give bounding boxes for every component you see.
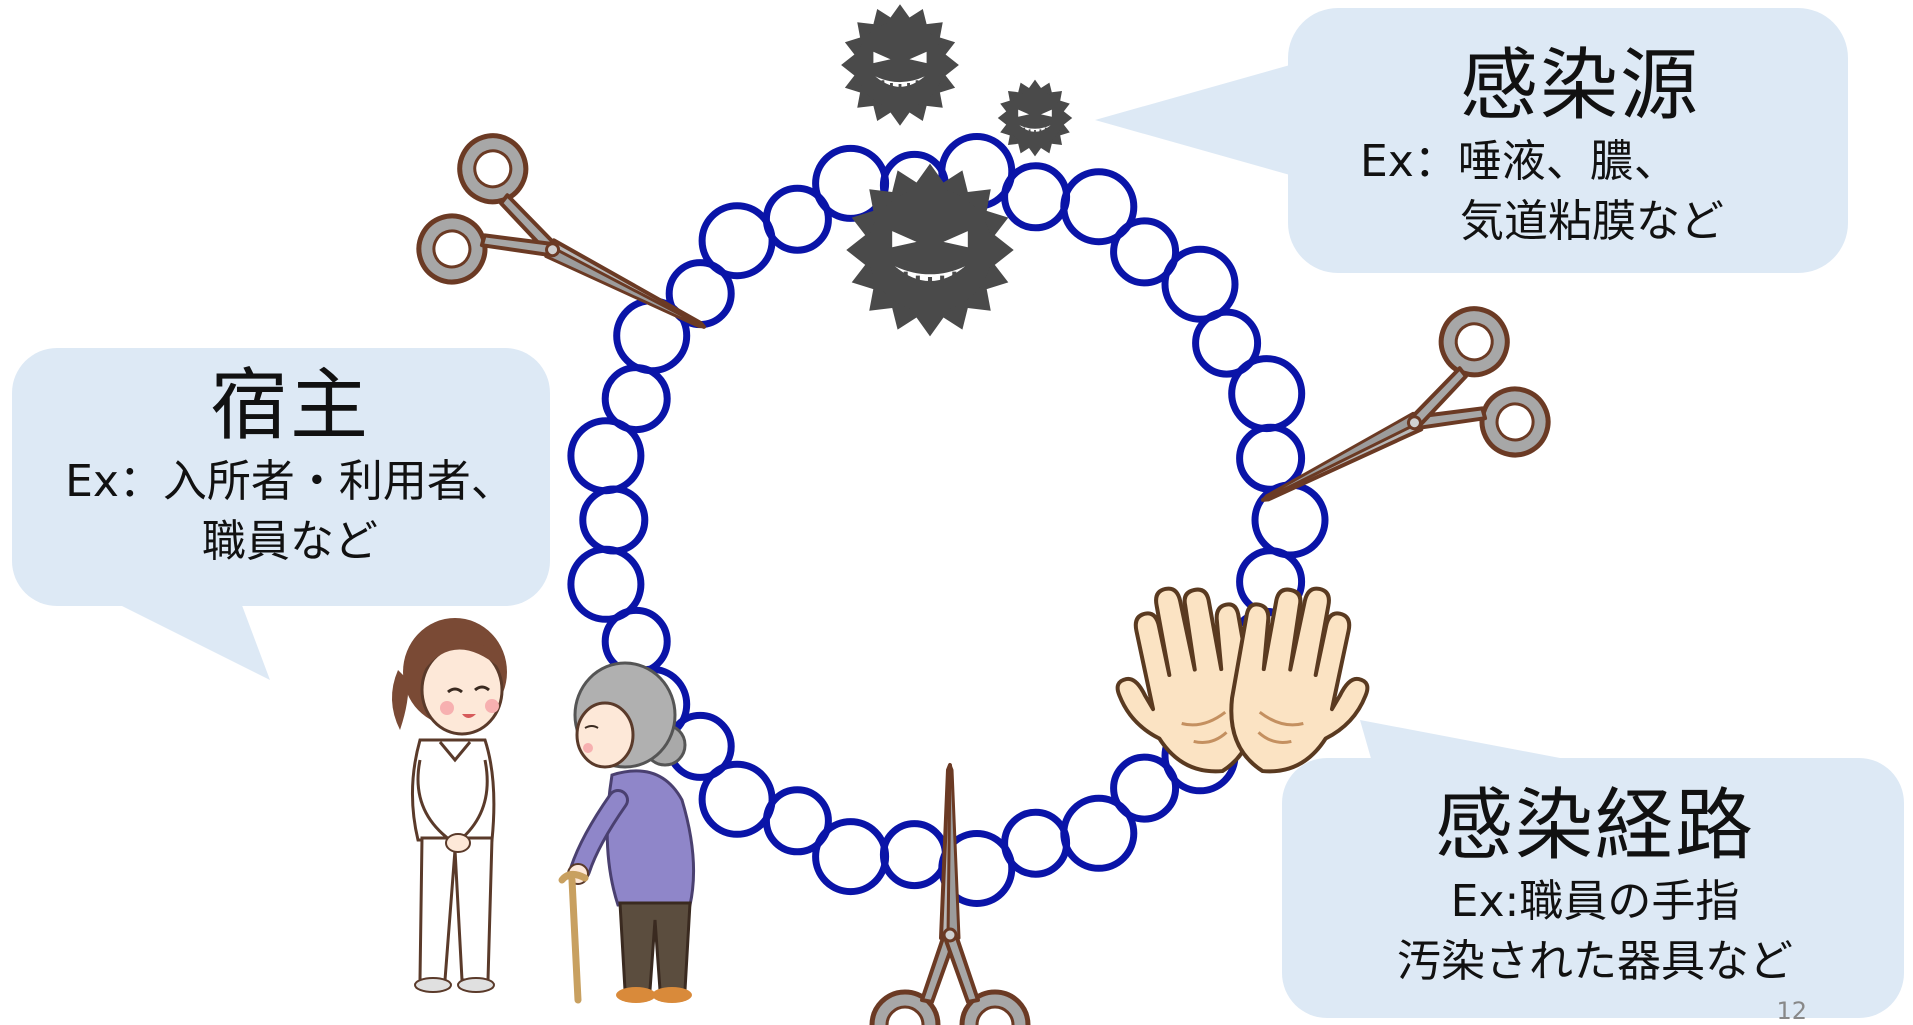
chain-link	[1060, 168, 1138, 246]
page-number: 12	[1776, 997, 1807, 1025]
infection-route-example-line1: Ex:職員の手指	[1450, 876, 1740, 927]
chain-link	[812, 818, 890, 896]
infection-route-bubble	[1282, 720, 1904, 1018]
infection-source-title: 感染源	[1459, 41, 1700, 131]
chain-link	[1110, 753, 1180, 823]
scissors-icon	[1228, 297, 1560, 569]
chain-link	[601, 364, 671, 434]
chain-link	[762, 184, 832, 254]
host-example-line2: 職員など	[202, 516, 378, 567]
chain-link	[1060, 794, 1138, 872]
chain-link	[567, 545, 645, 623]
infection-source-example-line1: Ex：唾液、膿、	[1360, 136, 1678, 187]
chain-link	[1001, 162, 1071, 232]
elderly-woman-figure	[558, 661, 696, 1004]
chain-link	[698, 760, 776, 838]
chain-link	[1236, 423, 1306, 493]
chain-link	[1110, 217, 1180, 287]
chain-link	[698, 202, 776, 280]
chain-link	[762, 786, 832, 856]
chain-link	[1192, 308, 1262, 378]
nurse-figure	[391, 618, 507, 993]
virus-icon	[996, 78, 1074, 158]
virus-icon	[839, 2, 961, 128]
virus-icon	[846, 164, 1013, 337]
chain-link	[879, 820, 949, 890]
chain-link	[579, 485, 649, 555]
host-example-line1: Ex：入所者・利用者、	[65, 456, 515, 507]
chain-link	[1228, 355, 1306, 433]
chain-link	[1161, 245, 1239, 323]
infection-source-bubble	[1095, 8, 1848, 273]
host-title: 宿主	[209, 361, 370, 451]
infection-route-text: 感染経路 Ex:職員の手指 汚染された器具など	[1285, 780, 1905, 992]
host-bubble	[12, 348, 550, 680]
infection-route-title: 感染経路	[1434, 781, 1755, 871]
infection-source-example-line2: 気道粘膜など	[1460, 196, 1724, 247]
infection-source-text: 感染源 Ex：唾液、膿、 気道粘膜など	[1300, 40, 1860, 252]
chain-link	[567, 417, 645, 495]
infection-route-example-line2: 汚染された器具など	[1397, 936, 1793, 987]
host-text: 宿主 Ex：入所者・利用者、 職員など	[20, 360, 560, 572]
